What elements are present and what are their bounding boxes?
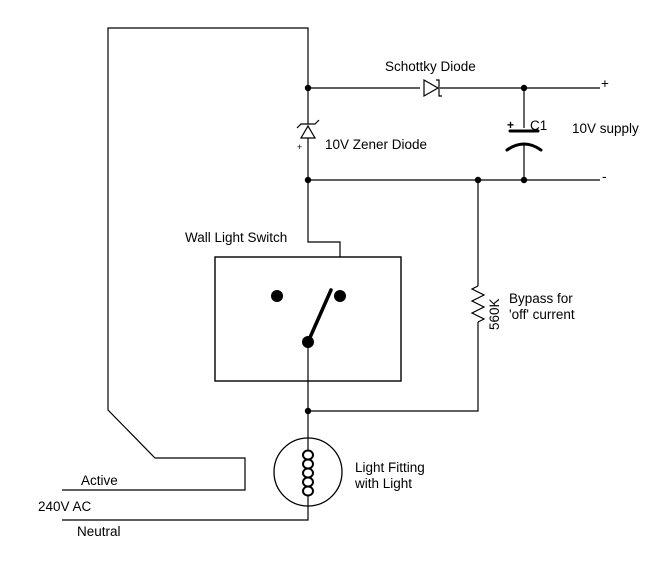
positive-terminal-label: + — [601, 76, 609, 91]
supply-ac-label: 240V AC — [38, 499, 92, 514]
filament-coil — [302, 449, 314, 497]
light-fitting — [273, 437, 343, 507]
wall-switch-label: Wall Light Switch — [185, 230, 287, 245]
capacitor-c1: + — [505, 118, 543, 180]
zener-diode-label: 10V Zener Diode — [325, 137, 427, 152]
zener-diode: + — [296, 88, 320, 180]
negative-terminal-label: - — [602, 169, 607, 184]
junction-dots — [304, 84, 528, 415]
light-fitting-label-line1: Light Fitting — [355, 460, 425, 475]
capacitor-polarity-mark: + — [507, 118, 514, 132]
supply-label: 10V supply — [572, 121, 639, 136]
schottky-diode-label: Schottky Diode — [385, 59, 476, 74]
capacitor-label: C1 — [530, 118, 547, 133]
bypass-label-line1: Bypass for — [509, 291, 573, 306]
positive-rail — [308, 87, 600, 128]
active-wire — [62, 27, 309, 491]
schottky-diode — [423, 78, 442, 98]
bypass-resistor — [308, 180, 486, 412]
neutral-wire — [62, 506, 309, 521]
neutral-label: Neutral — [77, 524, 121, 539]
light-fitting-label-line2: with Light — [354, 476, 412, 491]
zener-polarity-mark: + — [297, 142, 302, 152]
active-label: Active — [81, 473, 118, 488]
bypass-label-line2: 'off' current — [509, 307, 575, 322]
resistor-value-label: 560K — [487, 298, 502, 330]
